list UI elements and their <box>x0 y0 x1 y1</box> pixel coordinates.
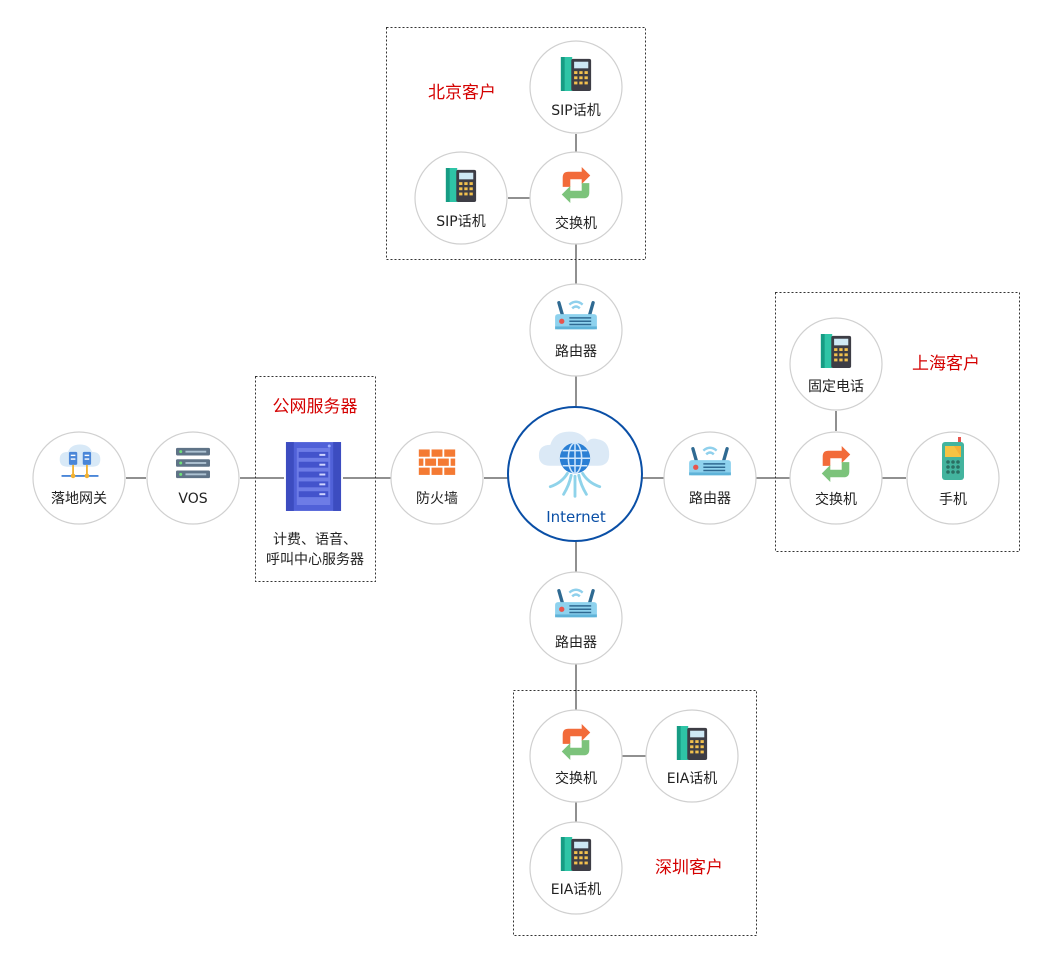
public-server-label-line2: 呼叫中心服务器 <box>266 552 364 568</box>
shanghai-group-label: 上海客户 <box>912 354 980 374</box>
public-server-group-box <box>255 376 376 582</box>
router-south-node[interactable]: 路由器 <box>529 571 623 665</box>
node-label: 防火墙 <box>416 491 458 507</box>
node-label: 落地网关 <box>51 491 107 507</box>
node-label: 手机 <box>939 492 967 508</box>
shenzhen-switch-node[interactable]: 交换机 <box>529 709 623 803</box>
node-label: 交换机 <box>555 770 597 787</box>
desk-phone-icon <box>445 168 477 202</box>
node-label: EIA话机 <box>551 882 602 898</box>
desk-phone-icon <box>676 726 708 760</box>
shanghai-fixed-phone-node[interactable]: 固定电话 <box>789 317 883 411</box>
internet-label: Internet <box>546 508 606 526</box>
mobile-phone-icon <box>942 437 964 480</box>
router-icon <box>553 300 599 331</box>
node-label: VOS <box>178 491 207 507</box>
public-server-node[interactable]: 计费、语音、 呼叫中心服务器 <box>266 442 364 568</box>
node-label: 路由器 <box>689 491 731 507</box>
node-label: 交换机 <box>555 215 597 232</box>
router-north-node[interactable]: 路由器 <box>529 283 623 377</box>
beijing-switch-node[interactable]: 交换机 <box>529 151 623 245</box>
shenzhen-eia-phone-right-node[interactable]: EIA话机 <box>645 709 739 803</box>
node-label: 路由器 <box>555 344 597 360</box>
shanghai-mobile-phone-node[interactable]: 手机 <box>906 431 1000 525</box>
desk-phone-icon <box>560 837 592 871</box>
node-label: SIP话机 <box>436 214 485 230</box>
tower-server-icon <box>285 442 342 511</box>
router-icon <box>687 446 733 477</box>
beijing-sip-phone-left-node[interactable]: SIP话机 <box>414 151 508 245</box>
beijing-sip-phone-top-node[interactable]: SIP话机 <box>529 40 623 134</box>
node-label: SIP话机 <box>551 103 600 119</box>
firewall-node[interactable]: 防火墙 <box>390 431 484 525</box>
connection-lines <box>126 134 906 822</box>
beijing-group-label: 北京客户 <box>428 83 496 103</box>
internet-node[interactable]: Internet <box>507 406 643 542</box>
desk-phone-icon <box>820 334 852 368</box>
router-icon <box>553 588 599 619</box>
shenzhen-eia-phone-bottom-node[interactable]: EIA话机 <box>529 821 623 915</box>
node-label: 固定电话 <box>808 379 864 395</box>
shanghai-group-box <box>775 292 1020 552</box>
server-rack-icon <box>176 447 210 479</box>
landing-gateway-node[interactable]: 落地网关 <box>32 431 126 525</box>
shanghai-switch-node[interactable]: 交换机 <box>789 431 883 525</box>
public-server-label-line1: 计费、语音、 <box>273 531 357 548</box>
router-east-node[interactable]: 路由器 <box>663 431 757 525</box>
shenzhen-group-label: 深圳客户 <box>655 858 723 878</box>
vos-node[interactable]: VOS <box>146 431 240 525</box>
node-label: EIA话机 <box>667 771 718 787</box>
node-label: 交换机 <box>815 491 857 508</box>
beijing-group-box <box>386 27 646 260</box>
public-server-group-label: 公网服务器 <box>273 397 358 417</box>
node-label: 路由器 <box>555 635 597 651</box>
shenzhen-group-box <box>513 690 757 936</box>
desk-phone-icon <box>560 57 592 91</box>
